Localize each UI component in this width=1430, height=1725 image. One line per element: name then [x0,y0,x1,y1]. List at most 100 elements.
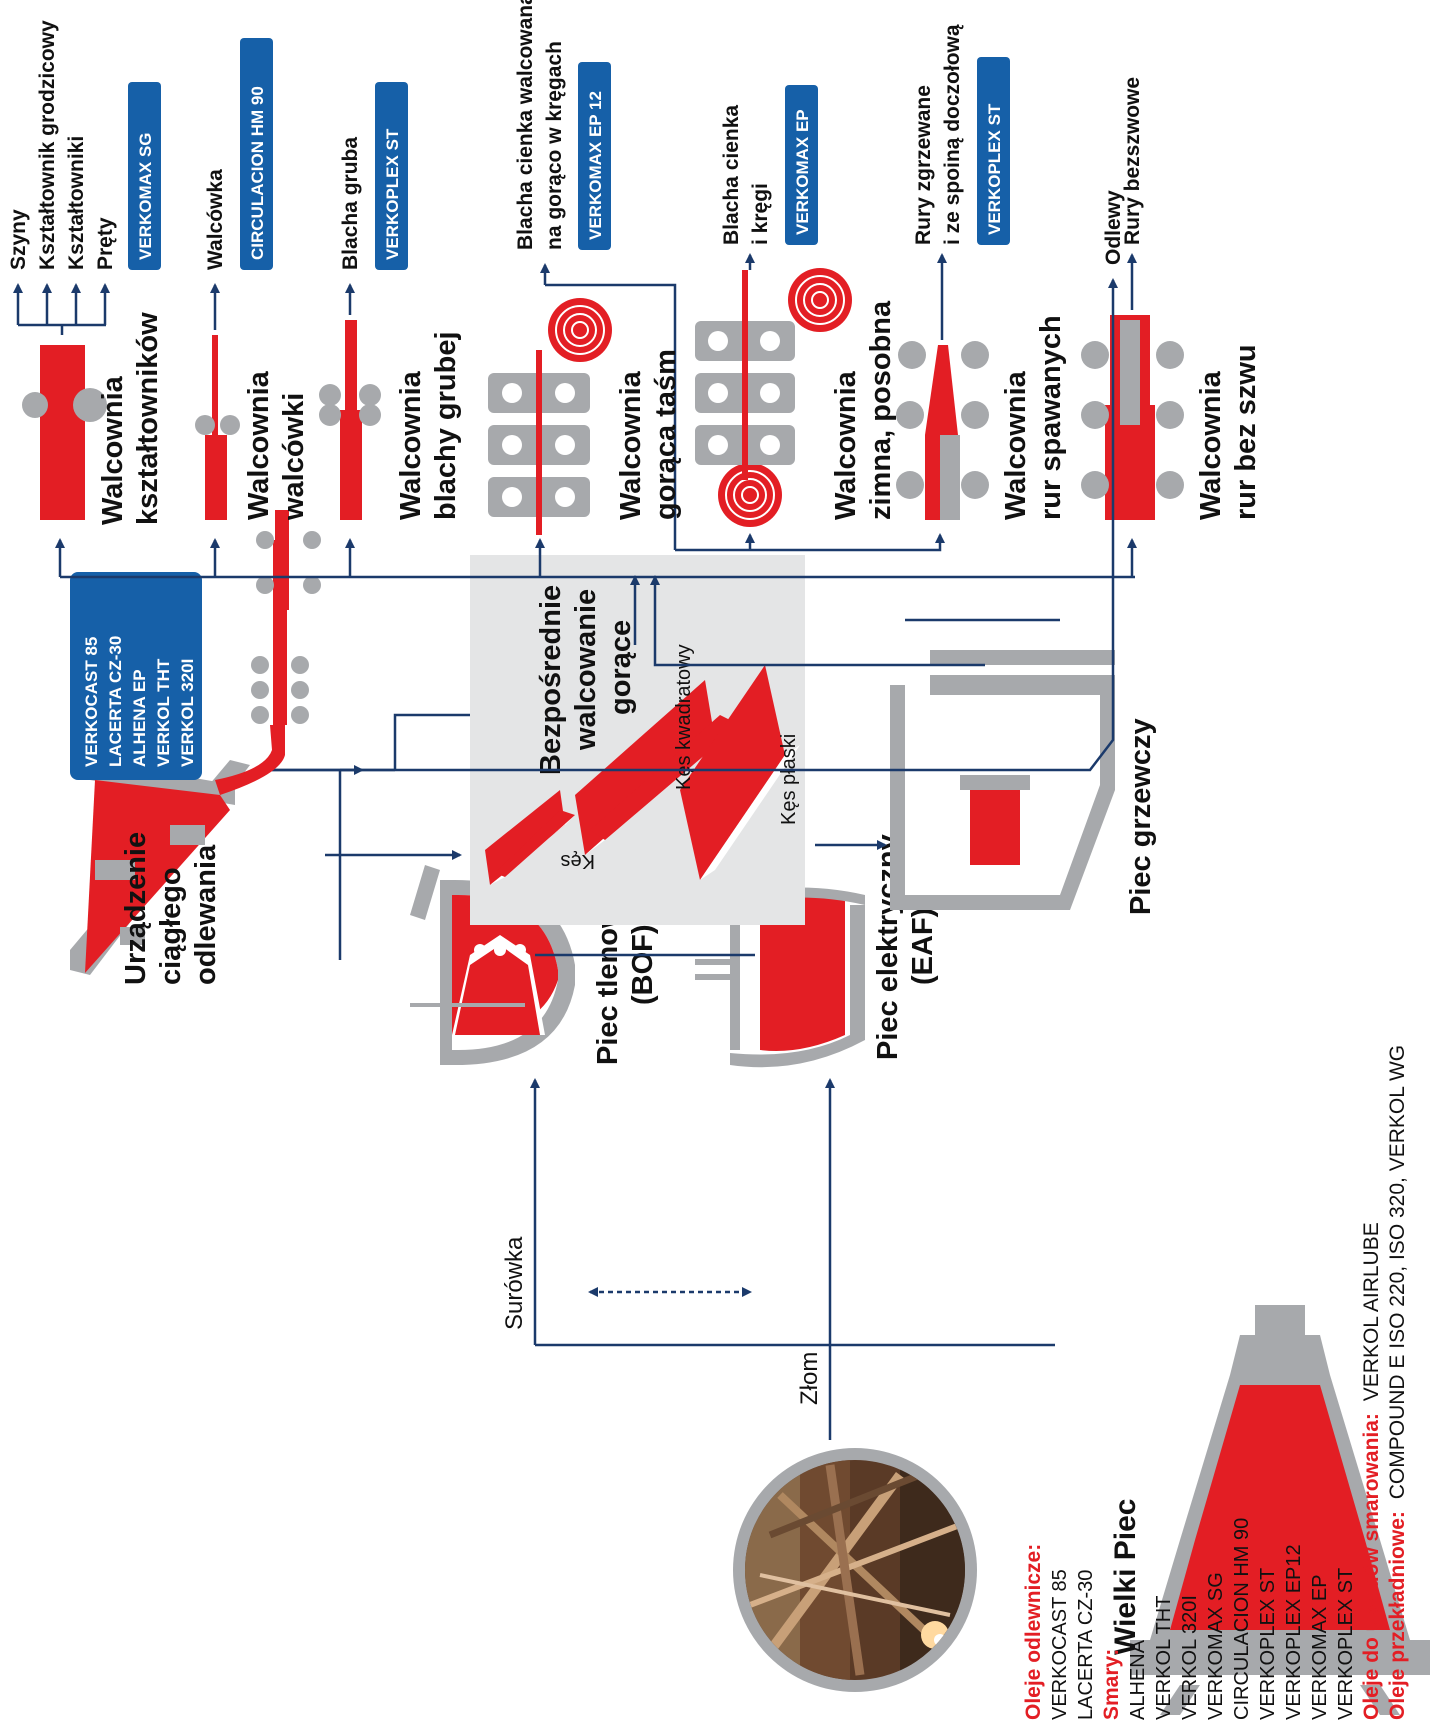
cold-mill-label-1: Walcownia [830,370,862,520]
product-seamless-pipe: Rury bezszwowe [1121,77,1144,245]
cold-tandem-mill-illustration [695,268,852,527]
product-hot-rolled-coil-2: na gorąco w kręgach [543,41,566,250]
welded-pipe-mill-label-2: rur spawanych [1035,315,1067,520]
product-hot-rolled-coil-1: Blacha cienka walcowana [514,0,537,250]
legend-gear-oils: Oleje przekładniowe: COMPOUND E ISO 220,… [1386,1045,1409,1720]
reheat-furnace-illustration [890,650,1115,910]
legend-lube-oils-value: VERKOL AIRLUBE [1360,1222,1383,1401]
legend-grease-2: VERKOL THT [1153,1596,1175,1720]
product-heavy-plate: Blacha gruba [339,137,362,270]
wire-rod-mill-illustration [195,335,240,520]
caster-label-line1: Urządzenie [120,832,152,985]
product-arrows [13,253,1137,340]
hot-strip-to-welded-pipe [675,533,945,552]
seamless-pipe-mill-label-2: rur bez szwu [1230,344,1262,520]
square-billet-shape [575,680,740,855]
direct-rolling-line1: Bezpośrednie [535,585,567,775]
legend-greases-title: Smary: [1100,1649,1123,1720]
product-wire-rod: Walcówka [204,169,227,270]
wire-rod-mill-label-2: walcówki [278,393,310,521]
section-mill-label-2: kształtowników [132,312,164,525]
caster-oils-box: VERKOCAST 85 LACERTA CZ-30 ALHENA EP VER… [70,572,202,780]
oil-badge-wire-rod-mill [240,38,273,270]
direct-rolling-line2: walcowanie [570,589,602,751]
caster-label-line3: odlewania [190,844,222,985]
product-cold-sheet-1: Blacha cienka [720,105,743,245]
product-bars: Pręty [94,217,117,270]
seamless-pipe-mill-illustration [1081,315,1184,520]
legend-casting-oil-1: VERKOCAST 85 [1049,1569,1071,1720]
legend-grease-8: VERKOMAX EP [1309,1574,1331,1720]
legend-grease-4: VERKOMAX SG [1205,1572,1227,1720]
square-billet-label: Kęs kwadratowy [673,644,695,790]
legend-lube-oils-title: Oleje do układów smarowania: [1360,1413,1383,1720]
product-sections: Kształtowniki [65,136,88,270]
legend-grease-3: VERKOL 320I [1179,1595,1201,1720]
hot-strip-mill-label-1: Walcownia [615,370,647,520]
bof-furnace-illustration [410,865,575,1065]
oil-badge-section-mill [128,82,161,270]
reheat-furnace-label: Piec grzewczy [1125,718,1157,915]
section-mill-illustration [22,345,107,520]
cold-mill-label-2: zimna, posobna [865,300,897,520]
legend-lube-oils: Oleje do układów smarowania: VERKOL AIRL… [1360,1222,1383,1720]
pig-iron-label: Surówka [501,1236,528,1330]
seamless-pipe-mill-label-1: Walcownia [1195,370,1227,520]
caster-oil-5: VERKOL 320I [178,659,197,767]
direct-rolling-line3: gorące [605,620,637,715]
hot-strip-loop [545,283,677,550]
legend-grease-9: VERKOPLEX ST [1335,1568,1357,1720]
caster-label-line2: ciągłego [155,867,187,985]
continuous-caster-illustration [70,510,321,975]
product-cold-sheet-2: i kręgi [749,183,772,245]
wire-rod-mill-label-1: Walcownia [243,370,275,520]
legend-grease-7: VERKOPLEX EP12 [1283,1544,1305,1720]
welded-pipe-mill-illustration [896,341,989,520]
heavy-plate-mill-label-1: Walcownia [395,370,427,520]
legend-gear-oils-title: Oleje przekładniowe: [1386,1511,1409,1720]
product-welded-pipe-2: i ze spoiną doczołową [941,24,964,245]
eaf-label-line2: (EAF) [907,908,939,985]
caster-oil-4: VERKOL THT [154,658,173,767]
heavy-plate-mill-label-2: blachy grubej [430,331,462,520]
product-castings: Odlewy [1102,190,1125,265]
legend-grease-1: ALHENA [1127,1639,1149,1720]
oil-badge-hot-strip-mill [578,62,611,250]
scrap-label: Złom [796,1352,823,1405]
lubricants-legend: Oleje odlewnicze: VERKOCAST 85 LACERTA C… [1022,1045,1409,1720]
hot-strip-mill-label-2: gorąca taśm [650,349,682,520]
slab-label: Kęs płaski [778,734,800,825]
oil-badge-heavy-plate-mill [375,82,408,270]
oil-badge-welded-pipe-mill-text: VERKOPLEX ST [985,103,1004,235]
heavy-plate-mill-illustration [319,320,381,520]
semis-panel [470,555,805,925]
product-rails: Szyny [7,209,30,270]
oil-badge-cold-mill [785,85,818,245]
billet-shape [485,790,575,885]
billet-label: Kęs [561,850,595,872]
legend-casting-oils-title: Oleje odlewnicze: [1022,1544,1045,1720]
legend-grease-6: VERKOPLEX ST [1257,1568,1279,1720]
legend-grease-5: CIRCULACION HM 90 [1231,1518,1253,1720]
blast-furnace-label: Wielki Piec [1109,1499,1142,1655]
caster-oil-2: LACERTA CZ-30 [106,636,125,767]
oil-badge-welded-pipe-mill [977,57,1010,245]
product-welded-pipe-1: Rury zgrzewane [912,85,935,245]
legend-casting-oil-2: LACERTA CZ-30 [1075,1570,1097,1720]
hot-strip-mill-illustration [488,298,612,535]
section-mill-label-1: Walcownia [97,375,129,525]
oil-badge-cold-mill-text: VERKOMAX EP [793,109,812,235]
bof-label-line2: (BOF) [627,924,659,1005]
oil-badge-hot-strip-mill-text: VERKOMAX EP 12 [586,91,605,240]
legend-gear-oils-value: COMPOUND E ISO 220, ISO 320, VERKOL WG [1386,1045,1409,1499]
caster-oil-3: ALHENA EP [130,669,149,767]
furnace-to-mills-arrow [650,575,985,667]
caster-oil-1: VERKOCAST 85 [82,637,101,767]
scrap-photo [733,1448,977,1692]
oil-badge-wire-rod-mill-text: CIRCULACION HM 90 [248,86,267,260]
oil-badge-section-mill-text: VERKOMAX SG [136,132,155,260]
blast-furnace-illustration [1130,1305,1430,1715]
